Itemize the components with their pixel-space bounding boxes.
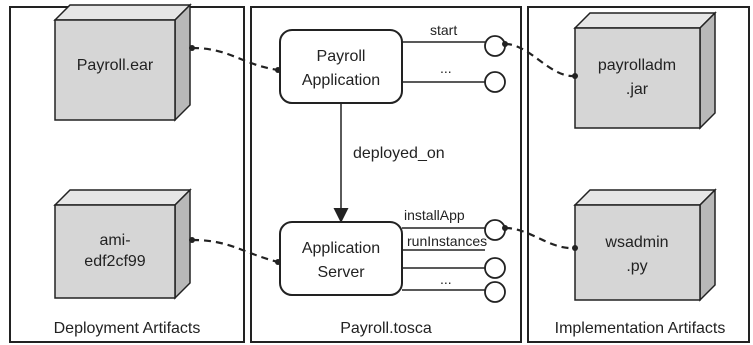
relationship-label: deployed_on <box>353 145 445 162</box>
node-label-line1: Application <box>302 240 380 257</box>
operation-label-installapp: installApp <box>404 207 465 223</box>
operation-port-start <box>484 35 506 57</box>
artifact-payrolladm-jar: payrolladm .jar <box>573 11 717 130</box>
artifact-ami: ami- edf2cf99 <box>53 188 192 300</box>
implementation-artifacts-title: Implementation Artifacts <box>555 320 726 337</box>
operation-label-start: start <box>430 22 457 38</box>
artifact-wsadmin-py: wsadmin .py <box>573 188 717 302</box>
operation-port-ellipsis <box>484 281 506 303</box>
operation-label-runinstances: runInstances <box>407 233 487 249</box>
artifact-connectors <box>191 42 576 264</box>
operation-label-ellipsis: ... <box>440 60 452 76</box>
node-label-line2: Server <box>317 264 365 281</box>
node-payroll-application: Payroll Application <box>279 29 403 104</box>
artifact-label: Payroll.ear <box>77 57 154 74</box>
interface-lines <box>402 41 485 291</box>
artifact-label-line1: ami- <box>99 232 130 249</box>
artifact-label-line1: wsadmin <box>604 234 668 251</box>
deployment-artifacts-title: Deployment Artifacts <box>54 320 201 337</box>
service-template-title: Payroll.tosca <box>340 320 432 337</box>
connector-payrolladm-jar <box>504 42 576 78</box>
artifact-label-line2: .py <box>626 258 647 275</box>
connector-ami <box>191 238 279 264</box>
operation-port-runinstances <box>484 257 506 279</box>
operation-label-ellipsis: ... <box>440 271 452 287</box>
connector-payroll-ear <box>191 46 279 72</box>
operation-port-installapp <box>484 219 506 241</box>
connector-wsadmin-py <box>504 226 576 250</box>
artifact-payroll-ear: Payroll.ear <box>53 3 192 122</box>
artifact-label-line2: edf2cf99 <box>84 253 145 270</box>
node-label-line1: Payroll <box>317 48 366 65</box>
node-application-server: Application Server <box>279 221 403 296</box>
connector-endpoints <box>189 41 578 265</box>
artifact-label-line2: .jar <box>626 81 649 98</box>
artifact-label-line1: payrolladm <box>598 57 676 74</box>
node-label-line2: Application <box>302 72 380 89</box>
operation-port-ellipsis <box>484 71 506 93</box>
